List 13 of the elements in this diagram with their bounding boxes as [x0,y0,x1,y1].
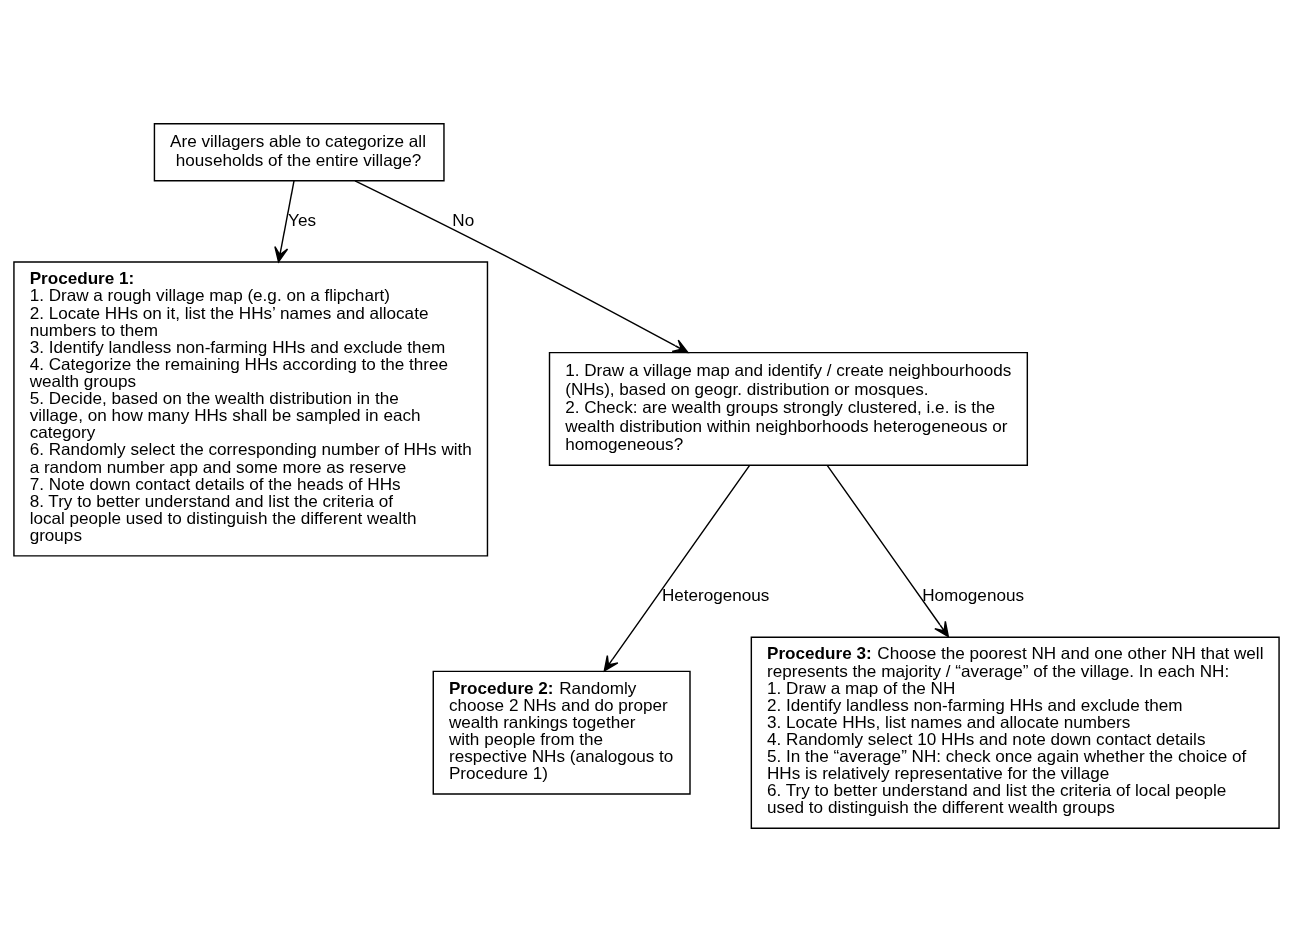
arrow [354,179,689,353]
node-box: 1. Draw a village map and identify / create neighbourhoods (NHs), based on geogr. distribution or mosques. 2. Check: are wealth groups strongly clustered, i.e. is the wealth distribution within neighborhoods heterogeneous or homogeneous? [548,351,1029,466]
edge-label: Heterogenous [661,585,770,605]
edge-label: Homogenous [922,585,1025,605]
edge-label: No [452,210,475,230]
node-box: Procedure 3: Choose the poorest NH and one other NH that well represents the majority / “average” of the village. In each NH: 1. Draw a map of the NH 2. Identify landless non-farming HHs and exclude them 3. Locate HHs, list names and allocate numbers 4. Randomly select 10 HHs and note down contact details 5. In the “average” NH: check once again whether the choice of HHs is relatively representative for the village 6. Try to better understand and list the criteria of local people used to distinguish the different wealth groups [750,635,1280,829]
arrow [603,464,751,672]
node-box: Are villagers able to categorize all households of the entire village? [153,122,445,181]
edge-label: Yes [288,210,317,230]
node-box: Procedure 1: 1. Draw a rough village map (e.g. on a flipchart) 2. Locate HHs on it, list the HHs’ names and allocate numbers to them 3. Identify landless non-farming HHs and exclude them 4. Categorize the remaining HHs according to the three wealth groups 5. Decide, based on the wealth distribution in the village, on how many HHs shall be sampled in each category 6. Randomly select the corresponding number of HHs with a random number app and some more as reserve 7. Note down contact details of the heads of HHs 8. Try to better understand and list the criteria of local people used to distinguish the different wealth groups [13,260,489,557]
node-box: Procedure 2: Randomly choose 2 NHs and do proper wealth rankings together with people from the respective NHs (analogous to Procedure 1) [432,670,691,795]
arrow [826,464,950,637]
arrow [274,179,295,263]
